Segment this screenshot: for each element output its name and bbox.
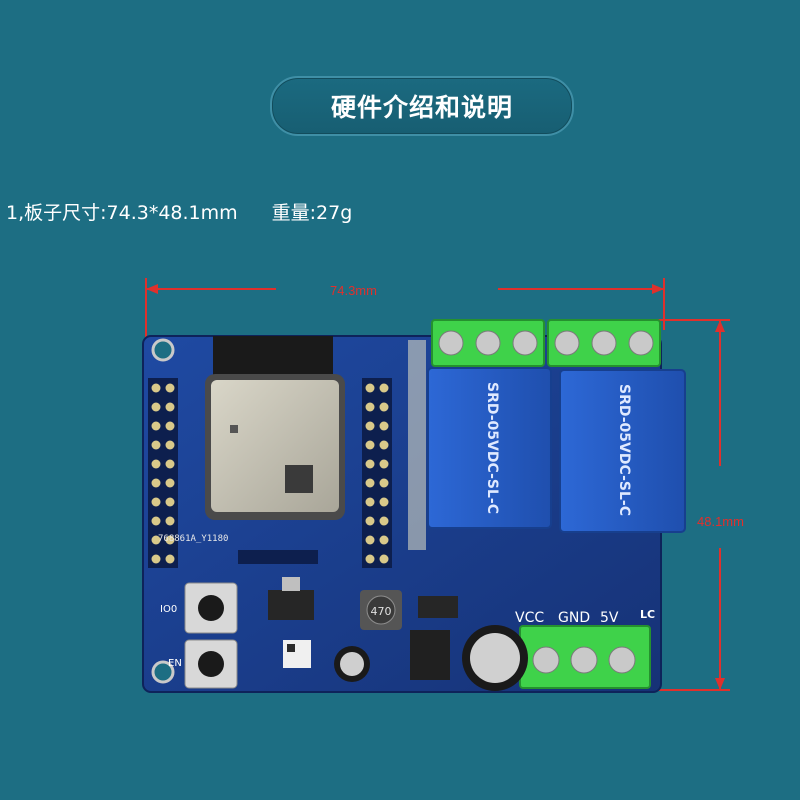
header-pin (151, 535, 161, 545)
board-code: 768861A_Y1180 (158, 534, 228, 544)
right-pin-header (362, 378, 392, 568)
width-dimension-label: 74.3mm (330, 283, 377, 298)
height-dimension-label: 48.1mm (697, 514, 744, 529)
header-pin (165, 516, 175, 526)
header-pin (365, 516, 375, 526)
inductor-label: 470 (371, 605, 392, 618)
relay-terminal-blocks (431, 319, 661, 367)
left-pin-header (148, 378, 178, 568)
header-pin (379, 459, 389, 469)
terminal-screw (512, 330, 538, 356)
header-pin (365, 402, 375, 412)
header-pin (151, 516, 161, 526)
header-pin (165, 478, 175, 488)
power-terminal-block (519, 625, 651, 689)
header-pin (365, 554, 375, 564)
page-title: 硬件介绍和说明 (330, 93, 513, 122)
electrolytic-capacitor-small (334, 646, 370, 682)
header-pin (379, 440, 389, 450)
header-pin (379, 402, 389, 412)
terminal-label-gnd: GND (558, 610, 590, 626)
header-pin (165, 459, 175, 469)
header-pin (165, 535, 175, 545)
brand-mark: LC (640, 608, 655, 621)
relay-1-label: SRD-05VDC-SL-C (484, 382, 500, 514)
header-pin (151, 383, 161, 393)
header-pin (365, 383, 375, 393)
header-pin (365, 535, 375, 545)
bottom-pin-header (238, 550, 318, 564)
diode (418, 596, 458, 618)
header-pin (165, 554, 175, 564)
driver-ic (410, 630, 450, 680)
en-label: EN (168, 658, 182, 669)
relay-1: SRD-05VDC-SL-C (427, 367, 552, 529)
header-pin (151, 421, 161, 431)
height-dimension (645, 319, 730, 691)
header-pin (365, 421, 375, 431)
en-button (184, 639, 238, 689)
header-pin (165, 440, 175, 450)
relay-2-label: SRD-05VDC-SL-C (616, 384, 632, 516)
header-pin (165, 421, 175, 431)
title-pill: 硬件介绍和说明 (270, 76, 574, 136)
header-pin (365, 478, 375, 488)
header-pin (379, 497, 389, 507)
header-pin (165, 497, 175, 507)
header-pin (379, 478, 389, 488)
header-pin (379, 554, 389, 564)
terminal-screw (532, 646, 560, 674)
terminal-screw (475, 330, 501, 356)
terminal-screw (554, 330, 580, 356)
width-dimension (145, 278, 665, 345)
terminal-label-5v: 5V (600, 610, 619, 626)
terminal-label-vcc: VCC (515, 610, 544, 626)
relay-shadow-strip (408, 340, 426, 550)
header-pin (165, 383, 175, 393)
header-pin (151, 402, 161, 412)
power-inductor: 470 (360, 590, 402, 630)
board-weight-text: 重量:27g (271, 201, 353, 224)
esp32-module (205, 336, 345, 520)
relay-2: SRD-05VDC-SL-C (559, 369, 686, 533)
header-pin (151, 497, 161, 507)
header-pin (379, 421, 389, 431)
spec-line: 1,板子尺寸:74.3*48.1mm 重量:27g (6, 196, 566, 226)
electrolytic-capacitor-large (462, 625, 528, 691)
terminal-screw (608, 646, 636, 674)
voltage-regulator (268, 577, 314, 620)
header-pin (151, 478, 161, 488)
status-leds (283, 640, 311, 668)
header-pin (379, 535, 389, 545)
header-pin (151, 554, 161, 564)
io0-button (184, 582, 238, 634)
header-pin (365, 497, 375, 507)
io0-label: IO0 (160, 604, 177, 615)
terminal-screw (570, 646, 598, 674)
header-pin (365, 459, 375, 469)
header-pin (151, 459, 161, 469)
terminal-screw (628, 330, 654, 356)
terminal-screw (591, 330, 617, 356)
board-size-text: 1,板子尺寸:74.3*48.1mm (6, 201, 238, 224)
terminal-screw (438, 330, 464, 356)
header-pin (151, 440, 161, 450)
header-pin (379, 516, 389, 526)
header-pin (379, 383, 389, 393)
header-pin (365, 440, 375, 450)
header-pin (165, 402, 175, 412)
